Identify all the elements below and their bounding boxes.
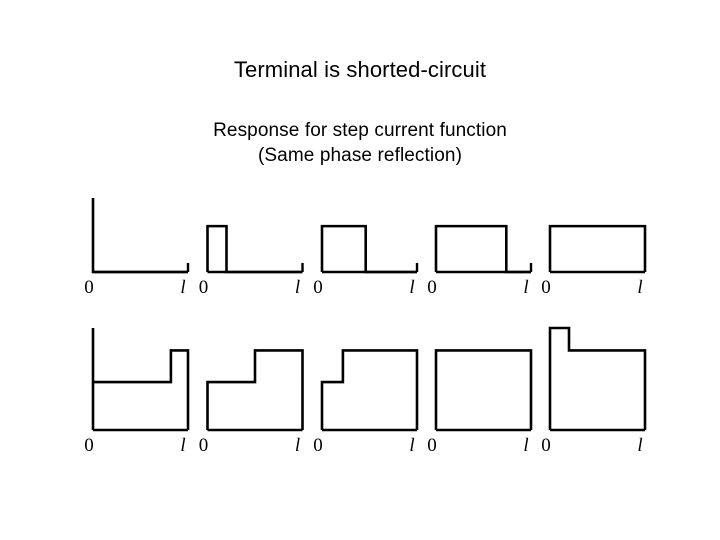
waveform-trace [434, 349, 533, 430]
waveform-trace [548, 326, 647, 430]
waveform-trace [206, 349, 304, 430]
waveform-trace [320, 224, 417, 274]
tick-label-length: l [523, 435, 528, 456]
tick-label-origin: 0 [541, 277, 551, 298]
tick-label-origin: 0 [84, 277, 94, 298]
subtitle-block: Response for step current function (Same… [0, 118, 720, 168]
tick-label-length: l [637, 277, 642, 298]
tick-label-length: l [409, 277, 414, 298]
tick-label-length: l [295, 277, 300, 298]
title-block: Terminal is shorted-circuit [0, 56, 720, 84]
tick-label-length: l [409, 435, 414, 456]
tick-label-origin: 0 [199, 435, 209, 456]
tick-label-origin: 0 [199, 277, 209, 298]
tick-label-origin: 0 [313, 277, 323, 298]
waveform-trace [434, 224, 531, 274]
subtitle-line-2: (Same phase reflection) [257, 145, 462, 166]
tick-label-length: l [637, 435, 642, 456]
waveform-trace [91, 198, 188, 274]
tick-label-length: l [523, 277, 528, 298]
tick-label-origin: 0 [313, 435, 323, 456]
tick-label-origin: 0 [427, 277, 437, 298]
waveform-trace [206, 224, 303, 274]
tick-label-origin: 0 [427, 435, 437, 456]
tick-label-length: l [295, 435, 300, 456]
tick-label-origin: 0 [84, 435, 94, 456]
waveform-trace [91, 328, 190, 430]
tick-label-length: l [180, 435, 185, 456]
subtitle-line-1: Response for step current function [213, 120, 507, 141]
waveform-trace [320, 349, 419, 430]
page-title: Terminal is shorted-circuit [233, 57, 487, 82]
tick-label-origin: 0 [541, 435, 551, 456]
waveform-trace [548, 224, 647, 272]
tick-label-length: l [180, 277, 185, 298]
